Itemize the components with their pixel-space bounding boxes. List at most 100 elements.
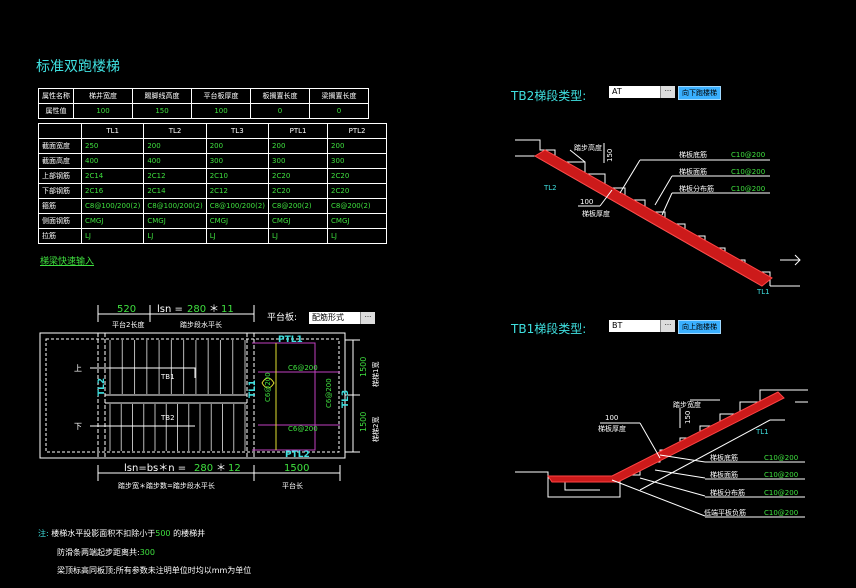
platform-rebar [252,342,316,451]
ptl1-label: PTL1 [278,335,303,345]
ptl2-label: PTL2 [285,450,310,460]
tb1-rebar-3: 梯板分布筋 [710,488,745,497]
c6-arc [261,377,275,389]
up-arrow-line [90,367,196,378]
tb1-type-label: TB1梯段类型: [511,322,587,336]
rebar-c6-v1: C6@200 [264,372,272,402]
bottom-mult: ＊ [216,463,226,474]
tl1-label: TL1 [248,380,258,398]
quick-input-link[interactable]: 梯梁快速输入 [40,257,95,267]
page-title: 标准双跑楼梯 [36,59,120,75]
tb1-tl1-label: TL1 [755,428,769,436]
tb1-dim-100-label: 100 [605,414,618,422]
table-row: 上部钢筋 2C14 2C12 2C10 2C20 2C20 [38,168,388,184]
tb1-type-select[interactable]: BT ··· [609,320,675,332]
tb2-tl1-label: TL1 [756,288,770,296]
tb2-leader-1b [619,159,641,194]
tb2-dim-mark [794,254,801,266]
stair-plan [39,305,360,481]
tb2-rebar-3: 梯板分布筋 [679,184,714,193]
table-row: 截面高度 400 400 300 300 300 [38,153,388,169]
tb2-section [515,139,801,287]
tb1-rebar-3-value: C10@200 [764,489,798,497]
property-table: 属性名称 梯井宽度 踢脚线高度 平台板厚度 板搁置长度 梁搁置长度 属性值 10… [38,88,369,119]
note-line-1: 注: 楼梯水平投影面积不扣除小于500 的楼梯井 [38,528,205,539]
tb2-labels: 踏步高度 150 100 梯板厚度 TL2 TL1 梯板底筋 C10@200 梯… [543,143,770,296]
table-row: 截面宽度 250 200 200 200 200 [38,138,388,154]
tb1-slab-leader-b [639,422,661,459]
tl3-label: TL3 [341,390,351,408]
tb2-type-label: TB2梯段类型: [511,89,587,103]
note-text: 楼梯水平投影面积不扣除小于 [51,529,156,538]
tb2-tl2-label: TL2 [543,184,557,192]
lsn-label: lsn = [157,304,183,315]
rebar-c6-v2: C6@200 [325,378,333,408]
tb1-rebar-2-value: C10@200 [764,471,798,479]
table-cell[interactable]: LJ [327,228,388,244]
platform-board-value: 配筋形式 [312,313,344,322]
note-line-3: 梁顶标高同板顶;所有参数未注明单位时均以mm为单位 [57,566,252,575]
tb2-leader-2 [654,175,673,206]
up-label: 上 [74,364,82,373]
note-value: 500 [155,529,171,538]
step-length-label: 踏步段水平长 [180,320,222,329]
tb1-run-up-button[interactable]: 向上跑楼梯 [678,320,721,334]
tb1-label: TB1 [160,373,175,381]
value-cell[interactable]: 0 [309,103,369,119]
tb1-leader-1 [659,454,706,463]
tb2-rebar-3-value: C10@200 [731,185,765,193]
platform-length-label: 平台长 [282,481,303,490]
tb1-rebar-4: 低端平板负筋 [704,508,746,517]
tb2-rebar-band [534,149,773,287]
beam-table: TL1 TL2 TL3 PTL1 PTL2 截面宽度 250 200 200 2… [38,123,388,244]
lsn-n: 11 [221,304,234,315]
plan-inner-outline [45,338,340,453]
tb1-leader-2 [654,469,706,479]
tb1-rebar-1: 梯板底筋 [710,453,738,462]
tb1-leader-4 [611,479,706,517]
row-label: 属性值 [38,103,74,119]
run2-label: 梯梯2宽 [371,417,380,442]
table-cell[interactable]: LJ [143,228,207,244]
ellipsis-icon[interactable]: ··· [360,312,375,324]
tb2-slab-leader-b [599,189,613,207]
platform-board-label: 平台板: [267,311,297,323]
platform-board-select[interactable]: 配筋形式 ··· [309,312,375,324]
value-cell[interactable]: 100 [73,103,133,119]
note-value: 300 [139,548,155,557]
tb2-label: TB2 [160,414,175,422]
plan-labels: 520 lsn = 280 ＊ 11 平台2长度 踏步段水平长 平台板: PTL… [74,304,380,490]
lsn-value: 280 [187,304,206,315]
tb1-rebar-1-value: C10@200 [764,454,798,462]
rebar-c6-2: C6@200 [288,425,318,433]
tb2-step-h-leader [569,149,586,163]
tb1-type-value: BT [612,321,623,330]
tb2-leader-3 [661,192,673,216]
note-text: 防滑条两端起步距离共: [57,548,140,557]
note-text: 的楼梯井 [173,529,206,538]
tl2-label: TL2 [97,378,107,396]
tb1-dim-150-label: 150 [684,411,692,424]
tb1-rebar-2: 梯板面筋 [710,470,738,479]
table-cell[interactable]: LJ [205,228,270,244]
tb1-rebar-4-value: C10@200 [764,509,798,517]
tb2-run-down-button[interactable]: 向下跑楼梯 [678,86,721,100]
dim-520: 520 [117,304,136,315]
platform2-length-label: 平台2长度 [112,320,144,329]
tb2-dim-150-label: 150 [606,149,614,162]
table-cell[interactable]: LJ [80,228,145,244]
ellipsis-icon[interactable]: ··· [660,320,675,332]
bottom-formula: lsn=bs＊n = [124,463,186,474]
table-row: 下部钢筋 2C16 2C14 2C12 2C20 2C20 [38,183,388,199]
run1-label: 梯梯1宽 [371,362,380,387]
tb1-slab-bottom [639,419,771,491]
lsn-mult: ＊ [209,304,219,315]
bottom-value: 280 [194,463,213,474]
tb2-rebar-2-value: C10@200 [731,168,765,176]
tb1-labels: 踏步宽度 150 100 梯板厚度 TL1 梯板底筋 C10@200 梯板面筋 … [598,400,805,518]
tb2-type-select[interactable]: AT ··· [609,86,675,98]
width-1500-a: 1500 [359,357,368,377]
ellipsis-icon[interactable]: ··· [660,86,675,98]
tb1-section [515,389,808,517]
rebar-c6-1: C6@200 [288,364,318,372]
